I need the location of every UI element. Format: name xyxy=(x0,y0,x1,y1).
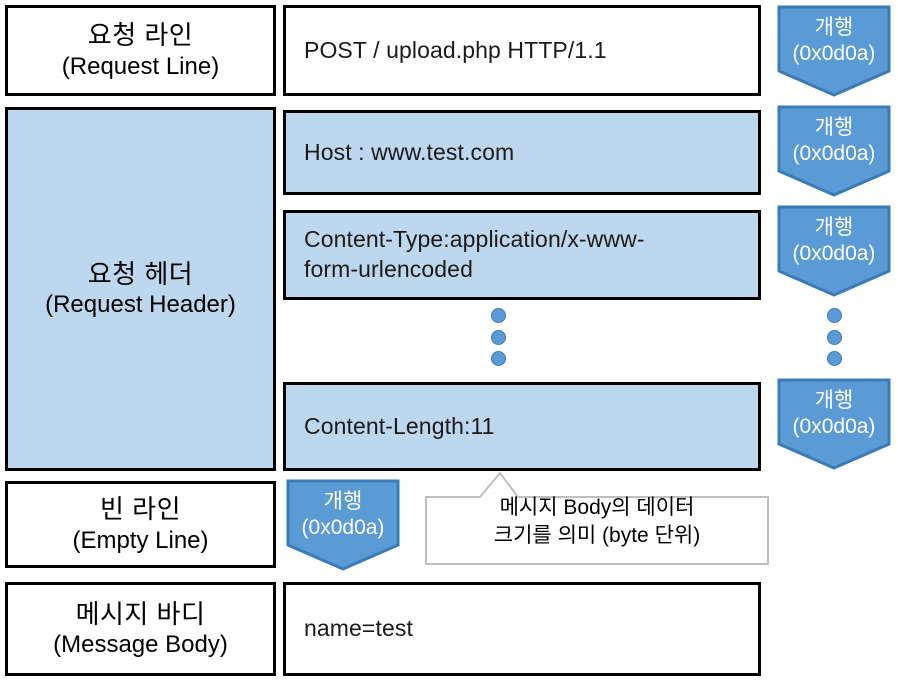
request-line-text: POST / upload.php HTTP/1.1 xyxy=(304,36,607,63)
ellipsis-dot xyxy=(826,329,842,345)
ellipsis-dot xyxy=(490,329,506,345)
ellipsis-dot xyxy=(490,308,506,323)
header-text-content-length: Content-Length:11 xyxy=(304,412,495,439)
newline-marker-content-type: 개행 (0x0d0a) xyxy=(777,205,891,297)
section-label-korean: 요청 라인 xyxy=(87,20,194,50)
section-label-english: (Request Header) xyxy=(45,291,236,319)
header-row-content-length: Content-Length:11 xyxy=(283,382,761,471)
header-text-content-type-line1: Content-Type:application/x-www- xyxy=(304,226,645,253)
header-row-host: Host : www.test.com xyxy=(283,110,761,195)
section-label-english: (Request Line) xyxy=(61,52,220,80)
ellipsis-newline-markers xyxy=(826,308,842,366)
section-label-korean: 메시지 바디 xyxy=(75,598,206,629)
section-label-korean: 요청 헤더 xyxy=(87,258,194,289)
pentagon-shape-icon xyxy=(777,378,891,470)
section-label-request-header: 요청 헤더 (Request Header) xyxy=(5,107,276,471)
section-label-english: (Message Body) xyxy=(53,631,228,659)
request-line-content-box: POST / upload.php HTTP/1.1 xyxy=(283,5,761,96)
callout-line-1: 메시지 Body의 데이터 xyxy=(499,496,695,519)
section-label-request-line: 요청 라인 (Request Line) xyxy=(5,5,276,96)
newline-marker-host: 개행 (0x0d0a) xyxy=(777,105,891,197)
ellipsis-headers xyxy=(490,308,506,366)
newline-marker-content-length: 개행 (0x0d0a) xyxy=(777,378,891,470)
pentagon-shape-icon xyxy=(777,205,891,297)
section-label-message-body: 메시지 바디 (Message Body) xyxy=(5,582,276,676)
content-length-annotation-callout: 메시지 Body의 데이터 크기를 의미 (byte 단위) xyxy=(424,470,770,566)
callout-bubble-shape-icon xyxy=(425,472,769,565)
header-text-host: Host : www.test.com xyxy=(304,138,515,165)
section-label-korean: 빈 라인 xyxy=(100,494,181,524)
section-label-empty-line: 빈 라인 (Empty Line) xyxy=(5,481,276,568)
section-label-english: (Empty Line) xyxy=(72,526,209,554)
pentagon-shape-icon xyxy=(286,479,400,571)
newline-marker-request-line: 개행 (0x0d0a) xyxy=(777,5,891,97)
ellipsis-dot xyxy=(826,351,842,366)
callout-line-2: 크기를 의미 (byte 단위) xyxy=(493,523,701,547)
ellipsis-dot xyxy=(826,308,842,323)
pentagon-shape-icon xyxy=(777,105,891,197)
header-text-content-type-line2: form-urlencoded xyxy=(304,256,473,282)
message-body-text: name=test xyxy=(304,615,413,642)
header-row-content-type: Content-Type:application/x-www- form-url… xyxy=(283,210,761,300)
callout-text: 메시지 Body의 데이터 크기를 의미 (byte 단위) xyxy=(424,494,770,549)
ellipsis-dot xyxy=(490,351,506,366)
newline-marker-empty-line: 개행 (0x0d0a) xyxy=(286,479,400,571)
pentagon-shape-icon xyxy=(777,5,891,97)
message-body-content-box: name=test xyxy=(283,582,761,676)
